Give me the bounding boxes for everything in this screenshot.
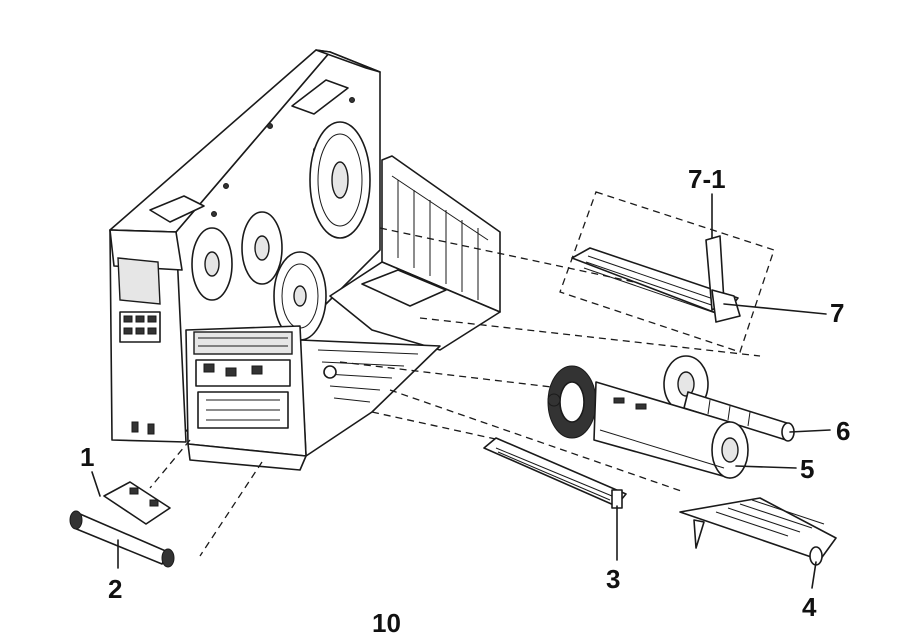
part-6-spindle — [663, 355, 795, 442]
part-4-guide — [679, 497, 837, 589]
part-7-bracket — [571, 235, 741, 323]
callout-5: 5 — [800, 454, 815, 484]
callout-7: 7 — [830, 298, 845, 328]
callout-7-1: 7-1 — [688, 164, 726, 194]
callout-2: 2 — [108, 574, 123, 604]
part-3-tearbar — [483, 437, 627, 561]
callout-4: 4 — [802, 592, 817, 622]
callout-3: 3 — [606, 564, 621, 594]
figure-number: 10 — [372, 608, 401, 638]
callout-6: 6 — [836, 416, 851, 446]
part-1-printhead — [91, 471, 171, 525]
callout-1: 1 — [80, 442, 95, 472]
part-2-roller — [69, 510, 175, 569]
part-5-roll — [547, 365, 749, 479]
printer-chassis — [109, 49, 501, 471]
